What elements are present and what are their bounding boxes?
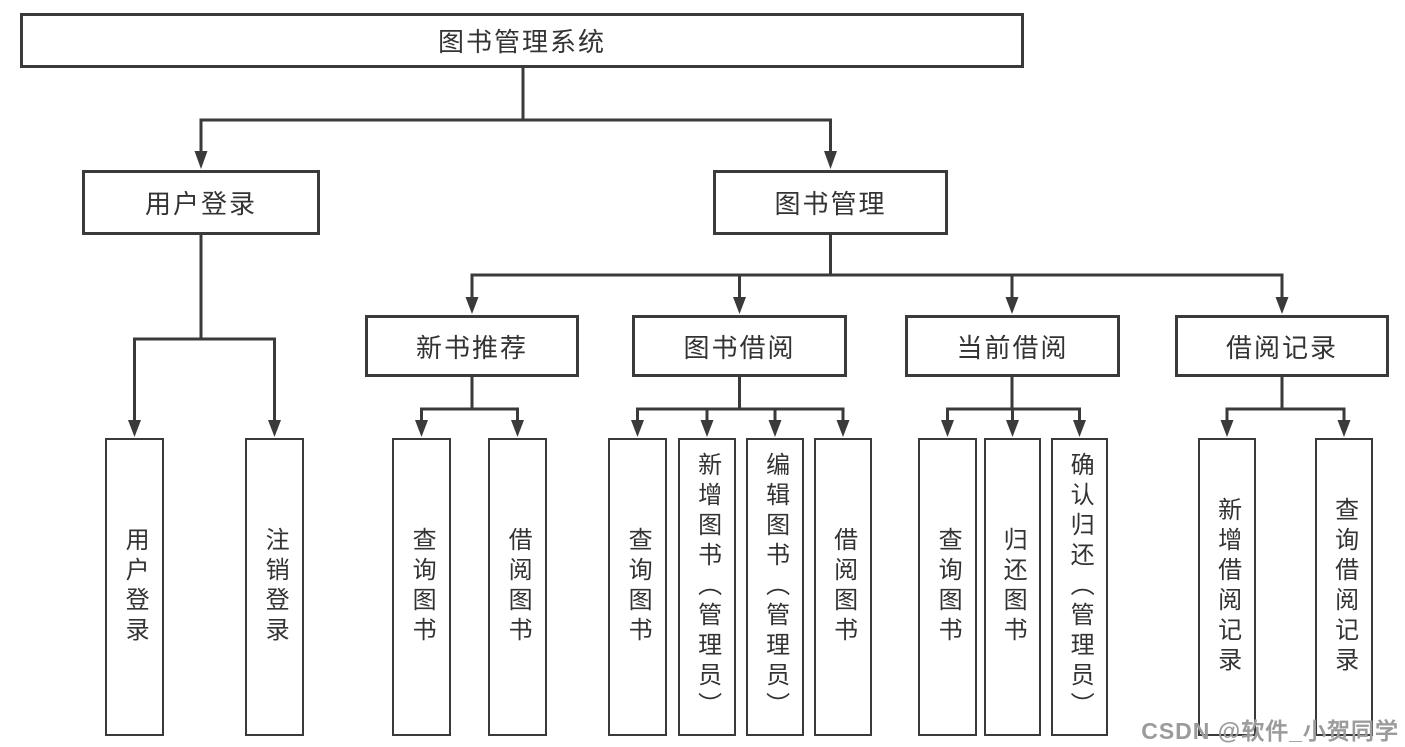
leaf-query-borrow-record: 查询借阅记录 [1315,438,1373,736]
leaf-logout-label: 注销登录 [261,527,289,647]
node-book-borrowing-label: 图书借阅 [683,332,796,363]
leaf-query-books-recommend: 查询图书 [392,438,451,736]
node-borrow-records: 借阅记录 [1175,315,1389,377]
leaf-add-borrow-record: 新增借阅记录 [1198,438,1256,736]
leaf-user-login-label: 用户登录 [121,527,149,647]
leaf-query-books-current: 查询图书 [918,438,977,736]
leaf-add-book-admin-label: 新增图书（管理员） [693,452,721,722]
node-library-system: 图书管理系统 [20,13,1024,68]
node-new-book-recommend: 新书推荐 [365,315,579,377]
leaf-confirm-return-admin-label: 确认归还（管理员） [1066,452,1094,722]
node-current-borrowing: 当前借阅 [905,315,1120,377]
leaf-query-books-recommend-label: 查询图书 [408,527,436,647]
leaf-edit-book-admin: 编辑图书（管理员） [746,438,804,736]
leaf-query-books-borrowing: 查询图书 [608,438,667,736]
node-book-management-label: 图书管理 [774,189,887,219]
csdn-watermark: CSDN @软件_小贺同学 [1141,718,1399,744]
leaf-return-book-label: 归还图书 [999,527,1027,647]
leaf-borrow-books-recommend-label: 借阅图书 [504,527,532,647]
node-book-borrowing: 图书借阅 [632,315,847,377]
leaf-query-books-borrowing-label: 查询图书 [624,527,652,647]
leaf-logout: 注销登录 [245,438,304,736]
leaf-borrow-books-recommend: 借阅图书 [488,438,547,736]
leaf-add-book-admin: 新增图书（管理员） [678,438,736,736]
leaf-borrow-books-borrowing: 借阅图书 [814,438,872,736]
node-new-book-recommend-label: 新书推荐 [415,332,528,363]
leaf-query-books-current-label: 查询图书 [934,527,962,647]
leaf-return-book: 归还图书 [984,438,1041,736]
node-user-login: 用户登录 [82,170,320,235]
node-book-management: 图书管理 [713,170,948,235]
arrowheads [128,151,1351,437]
leaf-edit-book-admin-label: 编辑图书（管理员） [761,452,789,722]
leaf-query-borrow-record-label: 查询借阅记录 [1330,497,1358,677]
node-library-system-label: 图书管理系统 [437,27,606,57]
node-current-borrowing-label: 当前借阅 [956,332,1069,363]
node-user-login-label: 用户登录 [144,189,257,219]
leaf-add-borrow-record-label: 新增借阅记录 [1213,497,1241,677]
leaf-confirm-return-admin: 确认归还（管理员） [1051,438,1108,736]
leaf-user-login: 用户登录 [105,438,164,736]
node-borrow-records-label: 借阅记录 [1225,332,1338,363]
leaf-borrow-books-borrowing-label: 借阅图书 [829,527,857,647]
